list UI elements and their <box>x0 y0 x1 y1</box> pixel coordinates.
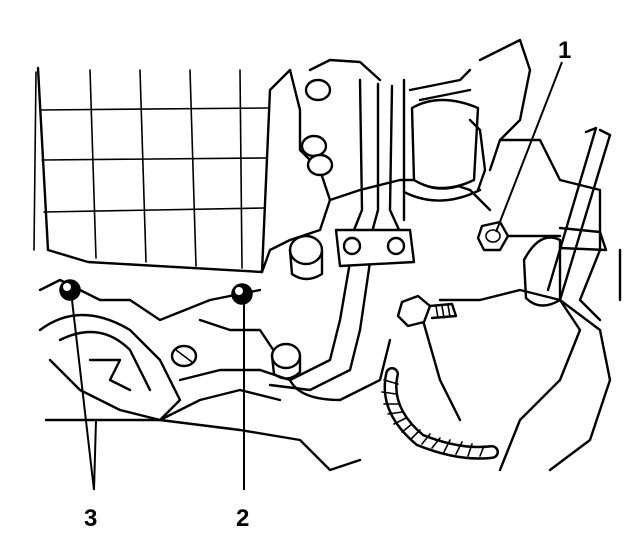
bolt-2 <box>231 283 253 305</box>
leader-lines <box>71 61 563 491</box>
callout-2: 2 <box>236 505 249 532</box>
wiring-harness <box>381 367 499 460</box>
harness-stud <box>396 294 458 328</box>
mount-bosses <box>170 342 302 380</box>
bolt-3 <box>59 279 81 301</box>
callout-3: 3 <box>84 505 97 532</box>
clip-stud <box>288 234 324 281</box>
filler-tube <box>402 68 487 202</box>
oil-pan-grid <box>33 66 292 274</box>
mount-bracket <box>38 278 362 472</box>
callout-1: 1 <box>558 37 571 64</box>
upper-bosses <box>300 78 334 177</box>
line-clip <box>334 228 416 268</box>
right-bracket <box>522 126 612 307</box>
